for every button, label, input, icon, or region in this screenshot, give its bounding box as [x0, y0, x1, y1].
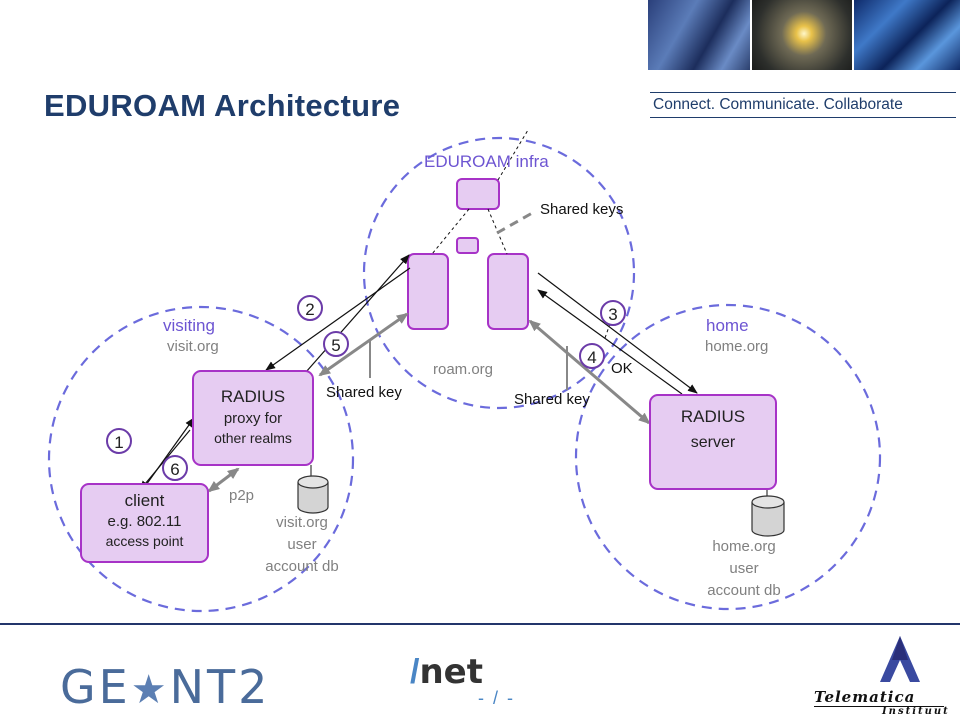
infra-root-server: [456, 178, 500, 210]
step-4-badge: 4: [579, 343, 605, 369]
geant2-logo: GE★NT2: [60, 660, 270, 714]
visit-db-label: visit.org user account db: [250, 512, 354, 578]
p2p-channel: [207, 467, 240, 493]
infra-right-server: [487, 253, 529, 330]
infra-mid-server: [456, 237, 479, 254]
visiting-region: [47, 305, 355, 613]
home-domain-label: home.org: [705, 338, 769, 355]
header-photo-circuit: [854, 0, 960, 70]
surfnet-logo-part2: net: [419, 652, 483, 692]
visit-db-line1: visit.org: [276, 514, 328, 531]
step-2-badge: 2: [297, 295, 323, 321]
client-title: client: [124, 491, 165, 510]
home-db-label: home.org user account db: [692, 536, 796, 602]
header-photo-flags: [648, 0, 750, 70]
infra-left-server: [407, 253, 449, 330]
step-5-badge: 5: [323, 331, 349, 357]
client-node: client e.g. 802.11 access point: [80, 483, 209, 563]
visit-db-line3: account db: [265, 558, 339, 575]
instituut-wordmark: Instituut: [882, 706, 950, 717]
geant-logo-part1: GE: [60, 660, 131, 714]
shared-key-channel-left: [318, 312, 409, 377]
visiting-domain-label: visit.org: [167, 338, 219, 355]
tagline: Connect. Communicate. Collaborate: [650, 92, 956, 118]
infra-region-label: EDUROAM infra: [424, 152, 549, 171]
infra-domain-label: roam.org: [433, 361, 494, 378]
client-line2: access point: [105, 533, 184, 549]
visit-db-line2: user: [287, 536, 317, 553]
home-region-label: home: [706, 316, 749, 335]
home-db-line3: account db: [707, 582, 781, 599]
ok-label: OK: [611, 360, 633, 377]
shared-key-channel-right: [528, 319, 651, 425]
radius-proxy-line2: other realms: [214, 430, 292, 446]
home-db-line1: home.org: [712, 538, 776, 555]
client-line1: e.g. 802.11: [107, 513, 182, 530]
telematica-wordmark: Telematica: [814, 688, 944, 707]
radius-server-line1: server: [690, 434, 736, 451]
shared-keys-indicator: [496, 210, 535, 235]
step-3-badge: 3: [600, 300, 626, 326]
slide-title: EDUROAM Architecture: [44, 88, 401, 123]
visit-db-icon: [297, 475, 329, 514]
radius-server-node: RADIUS server: [649, 394, 777, 490]
surfnet-dashes-icon: - / -: [478, 688, 515, 708]
geant-logo-part2: NT2: [169, 660, 271, 714]
shared-key-right-label: Shared key: [514, 391, 590, 408]
footer-divider: [0, 623, 960, 625]
shared-key-left-label: Shared key: [326, 384, 402, 401]
header-photo-light: [752, 0, 852, 70]
home-db-line2: user: [729, 560, 759, 577]
infra-region: [362, 136, 636, 410]
visiting-region-label: visiting: [163, 316, 215, 335]
radius-server-title: RADIUS: [680, 407, 746, 426]
radius-proxy-node: RADIUS proxy for other realms: [192, 370, 314, 466]
home-db-icon: [751, 495, 785, 537]
surfnet-logo: /net: [410, 648, 483, 692]
star-icon: ★: [130, 667, 170, 713]
step-1-badge: 1: [106, 428, 132, 454]
radius-proxy-title: RADIUS: [220, 387, 286, 406]
radius-proxy-line1: proxy for: [223, 410, 283, 427]
surfnet-logo-slash-icon: /: [410, 653, 420, 691]
shared-keys-label: Shared keys: [540, 201, 624, 218]
step-6-badge: 6: [162, 455, 188, 481]
home-region: [574, 303, 882, 611]
p2p-label: p2p: [229, 487, 255, 504]
